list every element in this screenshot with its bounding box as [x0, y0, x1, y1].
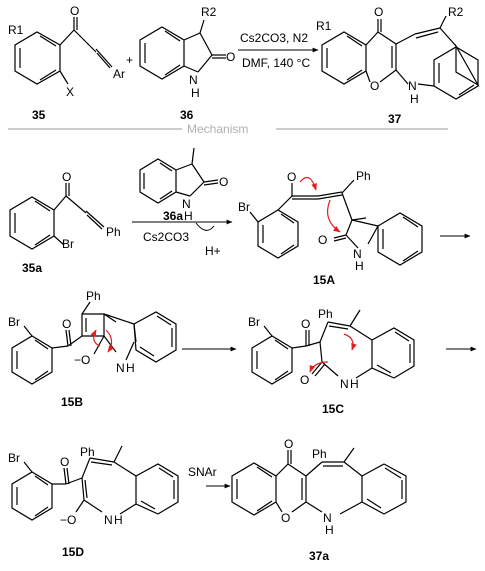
compound-35a: O Br Ph 35a [9, 170, 121, 275]
o-label: O [281, 511, 290, 525]
ph-label: Ph [86, 289, 101, 303]
o-label: O [318, 233, 327, 247]
plus-sign: + [126, 53, 133, 67]
br-label: Br [248, 315, 260, 329]
o-label: O [62, 317, 71, 331]
intermediate-15C: Br O Ph O N H 15C [248, 307, 415, 416]
h-label: H [350, 377, 359, 391]
electron-push-arrow [105, 329, 114, 353]
intermediate-15B: Br O Ph −O N H 15B [8, 289, 177, 409]
compound-35: R1 X O Ar 35 [8, 4, 125, 122]
n-label: N [116, 361, 125, 375]
compound-36: R2 O N H 36 [139, 5, 235, 122]
br-label: Br [8, 315, 20, 329]
o-label: O [374, 5, 383, 19]
h-label: H [191, 86, 200, 100]
o-label: O [226, 50, 235, 64]
electron-push-arrow [90, 329, 101, 347]
product-37a: O Ph O N H 37a [231, 437, 407, 563]
electron-push-arrow [327, 199, 341, 233]
conditions-bottom: DMF, 140 °C [242, 56, 310, 70]
compound-37-number: 37 [388, 112, 402, 126]
intermediate-15A-number: 15A [313, 273, 335, 287]
compound-35a-number: 35a [22, 261, 42, 275]
ph-label: Ph [312, 447, 327, 461]
o-label: O [300, 373, 309, 387]
o-label: O [370, 79, 379, 93]
intermediate-15A: O Br Ph O N H 15A [238, 169, 423, 287]
n-label: N [182, 197, 191, 211]
proton-loss-arrow [195, 222, 215, 231]
compound-35-number: 35 [32, 108, 46, 122]
ph-label: Ph [318, 307, 333, 321]
neg-o-label: −O [60, 513, 76, 527]
proton-label: H+ [205, 244, 221, 258]
x-label: X [66, 85, 74, 99]
n-label: N [189, 73, 198, 87]
electron-push-arrow [299, 176, 317, 191]
compound-37: R1 R2 O O N H 37 [316, 5, 480, 126]
intermediate-15C-number: 15C [322, 402, 344, 416]
r1-label: R1 [8, 23, 24, 37]
neg-o-label: −O [74, 353, 90, 367]
intermediate-15B-number: 15B [61, 395, 83, 409]
compound-36-number: 36 [180, 108, 194, 122]
o-label: O [287, 170, 296, 184]
o-label: O [62, 170, 71, 184]
ph-label: Ph [356, 169, 371, 183]
snar-label: SNAr [188, 465, 217, 479]
h-label: H [126, 361, 135, 375]
ph-label: Ph [106, 225, 121, 239]
h-label: H [184, 209, 193, 223]
br-label: Br [62, 237, 74, 251]
n-label: N [340, 377, 349, 391]
r2-label: R2 [448, 5, 464, 19]
electron-push-arrow [309, 361, 329, 373]
br-label: Br [238, 200, 250, 214]
intermediate-15D: Br O Ph −O N H 15D [8, 445, 179, 559]
o-label: O [301, 317, 310, 331]
h-label: H [325, 523, 334, 537]
h-label: H [114, 513, 123, 527]
mechanism-header: Mechanism [187, 122, 248, 136]
electron-push-arrow [343, 333, 357, 351]
ph-label: Ph [80, 445, 95, 459]
h-label: H [355, 259, 364, 273]
o-label: O [219, 175, 228, 189]
compound-36a: O N H 36a [139, 147, 228, 223]
o-label: O [284, 437, 293, 451]
r2-label: R2 [201, 5, 217, 19]
o-label: O [60, 455, 69, 469]
n-label: N [323, 511, 332, 525]
ar-label: Ar [113, 67, 125, 81]
r1-label: R1 [316, 19, 332, 33]
h-label: H [410, 92, 419, 106]
br-label: Br [8, 451, 20, 465]
conditions-top: Cs2CO3, N2 [240, 31, 308, 45]
intermediate-15D-number: 15D [62, 545, 84, 559]
reagent-label: Cs2CO3 [143, 230, 189, 244]
product-37a-number: 37a [309, 549, 329, 563]
n-label: N [353, 247, 362, 261]
compound-36a-number: 36a [163, 209, 183, 223]
n-label: N [408, 79, 417, 93]
o-label: O [70, 4, 79, 18]
n-label: N [104, 513, 113, 527]
